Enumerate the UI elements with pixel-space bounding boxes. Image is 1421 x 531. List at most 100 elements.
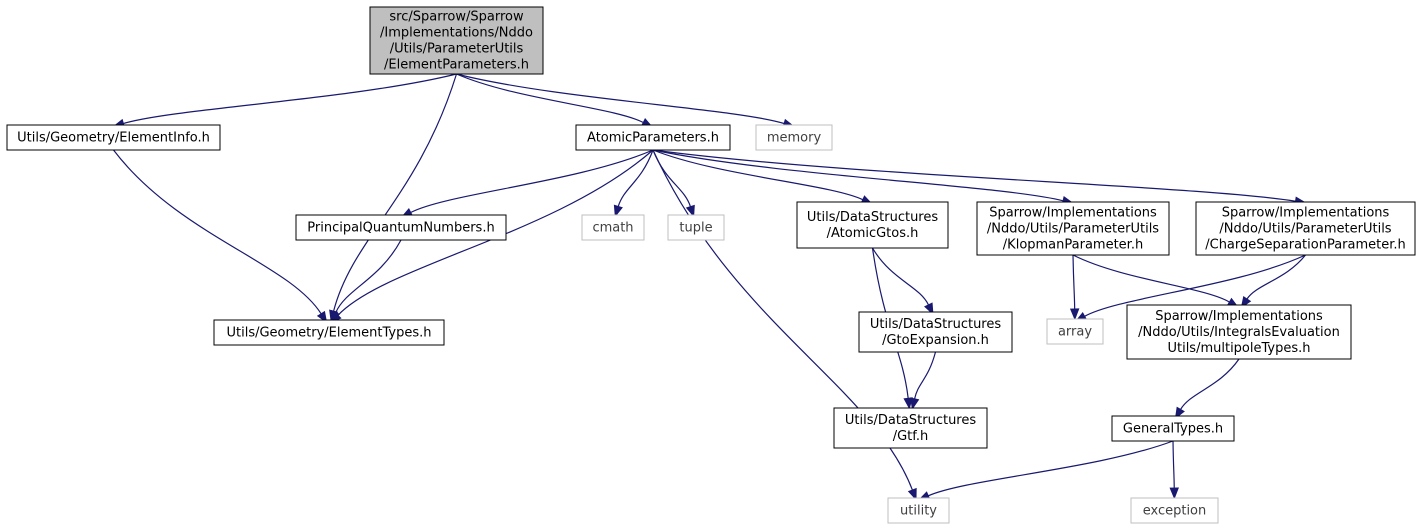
node-principal: PrincipalQuantumNumbers.h	[295, 214, 507, 241]
edge-line	[335, 239, 402, 313]
node-box	[575, 124, 731, 151]
edge-line	[1072, 254, 1076, 310]
edge-atomicparameters-to-tuple	[652, 149, 695, 218]
edge-line	[456, 73, 785, 125]
node-box	[976, 201, 1170, 256]
edge-atomicparameters-to-chargesep	[652, 149, 1307, 206]
node-label-line: Utils/multipoleTypes.h	[1167, 341, 1310, 356]
node-label-line: Sparrow/Implementations	[1155, 309, 1323, 324]
node-label-line: /Nddo/Utils/ParameterUtils	[987, 222, 1159, 237]
edge-arrowhead	[1069, 308, 1080, 321]
edge-line	[652, 149, 692, 207]
node-gtoexpansion: Utils/DataStructures/GtoExpansion.h	[858, 311, 1013, 353]
node-box	[581, 214, 645, 241]
node-label-line: src/Sparrow/Sparrow	[389, 10, 524, 25]
node-box	[6, 124, 221, 151]
node-label-line: Sparrow/Implementations	[1222, 206, 1390, 221]
node-label-line: /ElementParameters.h	[384, 58, 529, 73]
node-label-line: /Gtf.h	[893, 429, 929, 444]
node-memory: memory	[755, 124, 833, 151]
edge-line	[928, 440, 1174, 497]
node-label-line: /Utils/ParameterUtils	[390, 42, 524, 57]
edge-arrowhead	[1174, 406, 1185, 420]
edge-line	[337, 149, 654, 316]
edge-line	[1172, 440, 1175, 489]
edge-line	[1180, 358, 1240, 410]
node-label-line: /Nddo/Utils/ParameterUtils	[1219, 222, 1391, 237]
node-tuple: tuple	[667, 214, 725, 241]
edge-arrowhead	[1169, 487, 1179, 500]
node-label-line: /GtoExpansion.h	[882, 333, 989, 348]
edge-klopman-to-array	[1069, 254, 1080, 321]
edge-line	[913, 351, 937, 400]
node-label-line: /KlopmanParameter.h	[1003, 238, 1143, 253]
edge-arrowhead	[910, 397, 920, 410]
node-exception: exception	[1130, 497, 1219, 524]
node-atomicgtos: Utils/DataStructures/AtomicGtos.h	[796, 201, 949, 249]
edge-root-to-memory	[456, 73, 795, 128]
edge-line	[456, 73, 644, 124]
node-box	[1130, 497, 1219, 524]
edge-line	[617, 149, 654, 207]
edge-klopman-to-multipole	[1072, 254, 1240, 308]
edge-line	[1246, 254, 1306, 300]
edge-line	[410, 149, 654, 214]
edge-elementinfo-to-elementtypes	[113, 149, 328, 324]
edge-atomicparameters-to-cmath	[613, 149, 654, 218]
node-label-line: /AtomicGtos.h	[827, 226, 919, 241]
node-label-line: array	[1058, 325, 1092, 340]
node-box	[295, 214, 507, 241]
edge-arrowhead	[903, 397, 913, 410]
edge-arrowhead	[613, 204, 623, 218]
node-elementtypes: Utils/Geometry/ElementTypes.h	[213, 319, 445, 346]
edge-root-to-elementinfo	[112, 73, 457, 128]
edge-line	[333, 73, 458, 312]
node-label-line: /ChargeSeparationParameter.h	[1205, 238, 1406, 253]
edge-arrowhead	[685, 204, 695, 218]
edge-line	[1072, 254, 1230, 303]
node-chargesep: Sparrow/Implementations/Nddo/Utils/Param…	[1195, 201, 1416, 256]
edge-arrowhead	[907, 487, 917, 501]
edge-atomicgtos-to-gtoexpansion	[871, 247, 934, 316]
edge-line	[871, 247, 930, 306]
edge-line	[652, 149, 864, 201]
edge-arrowhead	[924, 302, 934, 316]
node-label-line: exception	[1143, 504, 1207, 519]
node-label-line: cmath	[592, 221, 633, 236]
node-label-line: AtomicParameters.h	[587, 131, 719, 146]
edge-atomicparameters-to-atomicgtos	[652, 149, 874, 205]
node-label-line: Utils/Geometry/ElementInfo.h	[17, 131, 210, 146]
node-label-line: tuple	[679, 221, 712, 236]
node-multipole: Sparrow/Implementations/Nddo/Utils/Integ…	[1126, 304, 1352, 360]
node-label-line: Utils/DataStructures	[870, 317, 1002, 332]
node-box	[369, 6, 544, 75]
node-box	[755, 124, 833, 151]
edge-multipole-to-generaltypes	[1174, 358, 1240, 420]
edge-gtoexpansion-to-gtf	[910, 351, 937, 410]
edge-generaltypes-to-exception	[1169, 440, 1179, 500]
node-box	[858, 311, 1013, 353]
edge-line	[123, 73, 457, 125]
node-gtf: Utils/DataStructures/Gtf.h	[833, 407, 988, 449]
edge-arrowhead	[331, 310, 341, 323]
node-box	[833, 407, 988, 449]
node-label-line: PrincipalQuantumNumbers.h	[307, 221, 494, 236]
edge-line	[652, 149, 1064, 202]
edge-chargesep-to-multipole	[1240, 254, 1306, 309]
node-array: array	[1046, 318, 1104, 345]
node-elementinfo: Utils/Geometry/ElementInfo.h	[6, 124, 221, 151]
edge-atomicparameters-to-klopman	[652, 149, 1075, 206]
node-label-line: Utils/Geometry/ElementTypes.h	[226, 326, 431, 341]
node-label-line: utility	[900, 504, 937, 519]
node-klopman: Sparrow/Implementations/Nddo/Utils/Param…	[976, 201, 1170, 256]
node-box	[213, 319, 445, 346]
node-box	[796, 201, 949, 249]
nodes-layer: src/Sparrow/Sparrow/Implementations/Nddo…	[6, 6, 1416, 524]
node-label-line: Utils/DataStructures	[845, 413, 977, 428]
node-box	[667, 214, 725, 241]
edge-generaltypes-to-utility	[917, 440, 1174, 501]
node-label-line: /Implementations/Nddo	[380, 26, 533, 41]
node-box	[1111, 415, 1235, 442]
node-box	[887, 497, 950, 524]
